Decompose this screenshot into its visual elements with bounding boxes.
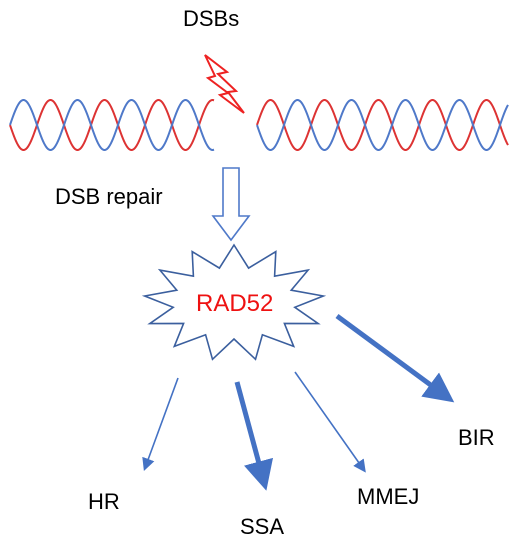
ssa-label: SSA: [240, 514, 285, 539]
dna-strand-red: [9, 99, 215, 151]
arrow-to-mmej: [294, 371, 366, 473]
hr-label: HR: [88, 489, 120, 514]
dna-helix-left: [9, 99, 215, 151]
lightning-bolt-icon: [204, 54, 245, 114]
mmej-label: MMEJ: [357, 484, 420, 509]
dna-strand-red: [256, 99, 509, 151]
arrow-to-bir: [335, 313, 455, 403]
hollow-down-arrow-icon: [211, 167, 251, 242]
starburst-icon: [141, 243, 327, 361]
arrow-to-ssa: [234, 381, 274, 491]
dna-strand-blue: [256, 99, 509, 151]
dna-helix-right: [256, 99, 509, 151]
dna-strand-blue: [9, 99, 215, 151]
arrow-to-hr: [142, 377, 179, 472]
bir-label: BIR: [458, 425, 495, 450]
dsb-repair-label: DSB repair: [55, 184, 163, 209]
rad52-label: RAD52: [196, 290, 274, 317]
dsbs-label: DSBs: [183, 6, 240, 31]
